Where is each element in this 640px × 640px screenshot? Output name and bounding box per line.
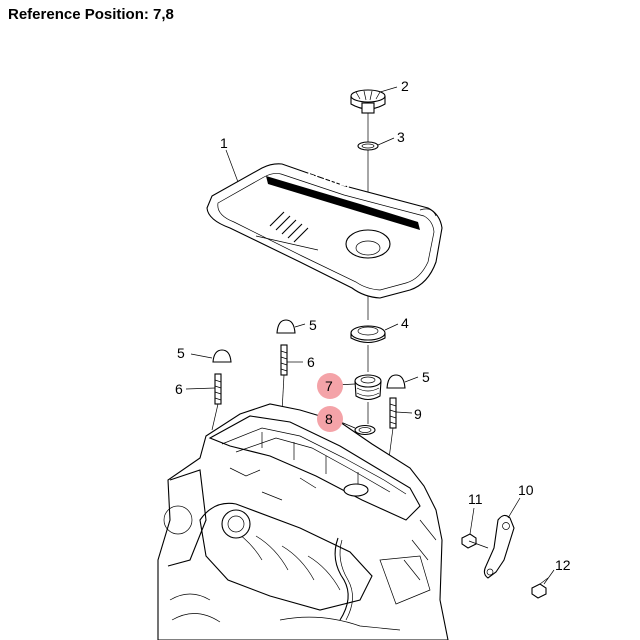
callout-10[interactable]: 10 — [518, 482, 534, 498]
callout-1[interactable]: 1 — [220, 135, 228, 151]
oil-filler-neck[interactable] — [354, 374, 382, 401]
bracket[interactable] — [483, 514, 515, 579]
cover-grommet-center[interactable] — [276, 319, 296, 334]
callout-12[interactable]: 12 — [555, 557, 571, 573]
cover-stud-right[interactable] — [389, 397, 397, 429]
callout-5-center[interactable]: 5 — [309, 317, 317, 333]
flange-bolt[interactable] — [531, 577, 549, 599]
callout-2[interactable]: 2 — [401, 78, 409, 94]
engine-assembly — [157, 403, 449, 640]
cover-grommet-left[interactable] — [212, 349, 232, 363]
highlight-marker-7 — [317, 373, 343, 399]
filler-neck-gasket[interactable] — [354, 424, 376, 436]
callout-11[interactable]: 11 — [468, 491, 483, 507]
callout-7[interactable]: 7 — [325, 378, 333, 394]
reference-position-title: Reference Position: 7,8 — [8, 6, 174, 23]
callout-6-center[interactable]: 6 — [307, 354, 315, 370]
engine-cover[interactable]: ECOTEC — [206, 163, 443, 299]
callout-9[interactable]: 9 — [414, 406, 422, 422]
cover-grommet-right[interactable] — [386, 374, 406, 389]
cover-stud-left[interactable] — [214, 373, 222, 405]
callout-5-right[interactable]: 5 — [422, 369, 430, 385]
oil-filler-cap[interactable] — [350, 89, 386, 114]
callout-5-left[interactable]: 5 — [177, 345, 185, 361]
callout-3[interactable]: 3 — [397, 129, 405, 145]
highlight-marker-8 — [317, 406, 343, 432]
callout-8[interactable]: 8 — [325, 411, 333, 427]
cover-stud-center[interactable] — [280, 344, 288, 376]
bracket-bolt[interactable] — [461, 533, 489, 549]
callout-6-left[interactable]: 6 — [175, 381, 183, 397]
cap-o-ring[interactable] — [357, 141, 379, 151]
callout-4[interactable]: 4 — [401, 315, 409, 331]
filler-seal[interactable] — [350, 325, 386, 344]
